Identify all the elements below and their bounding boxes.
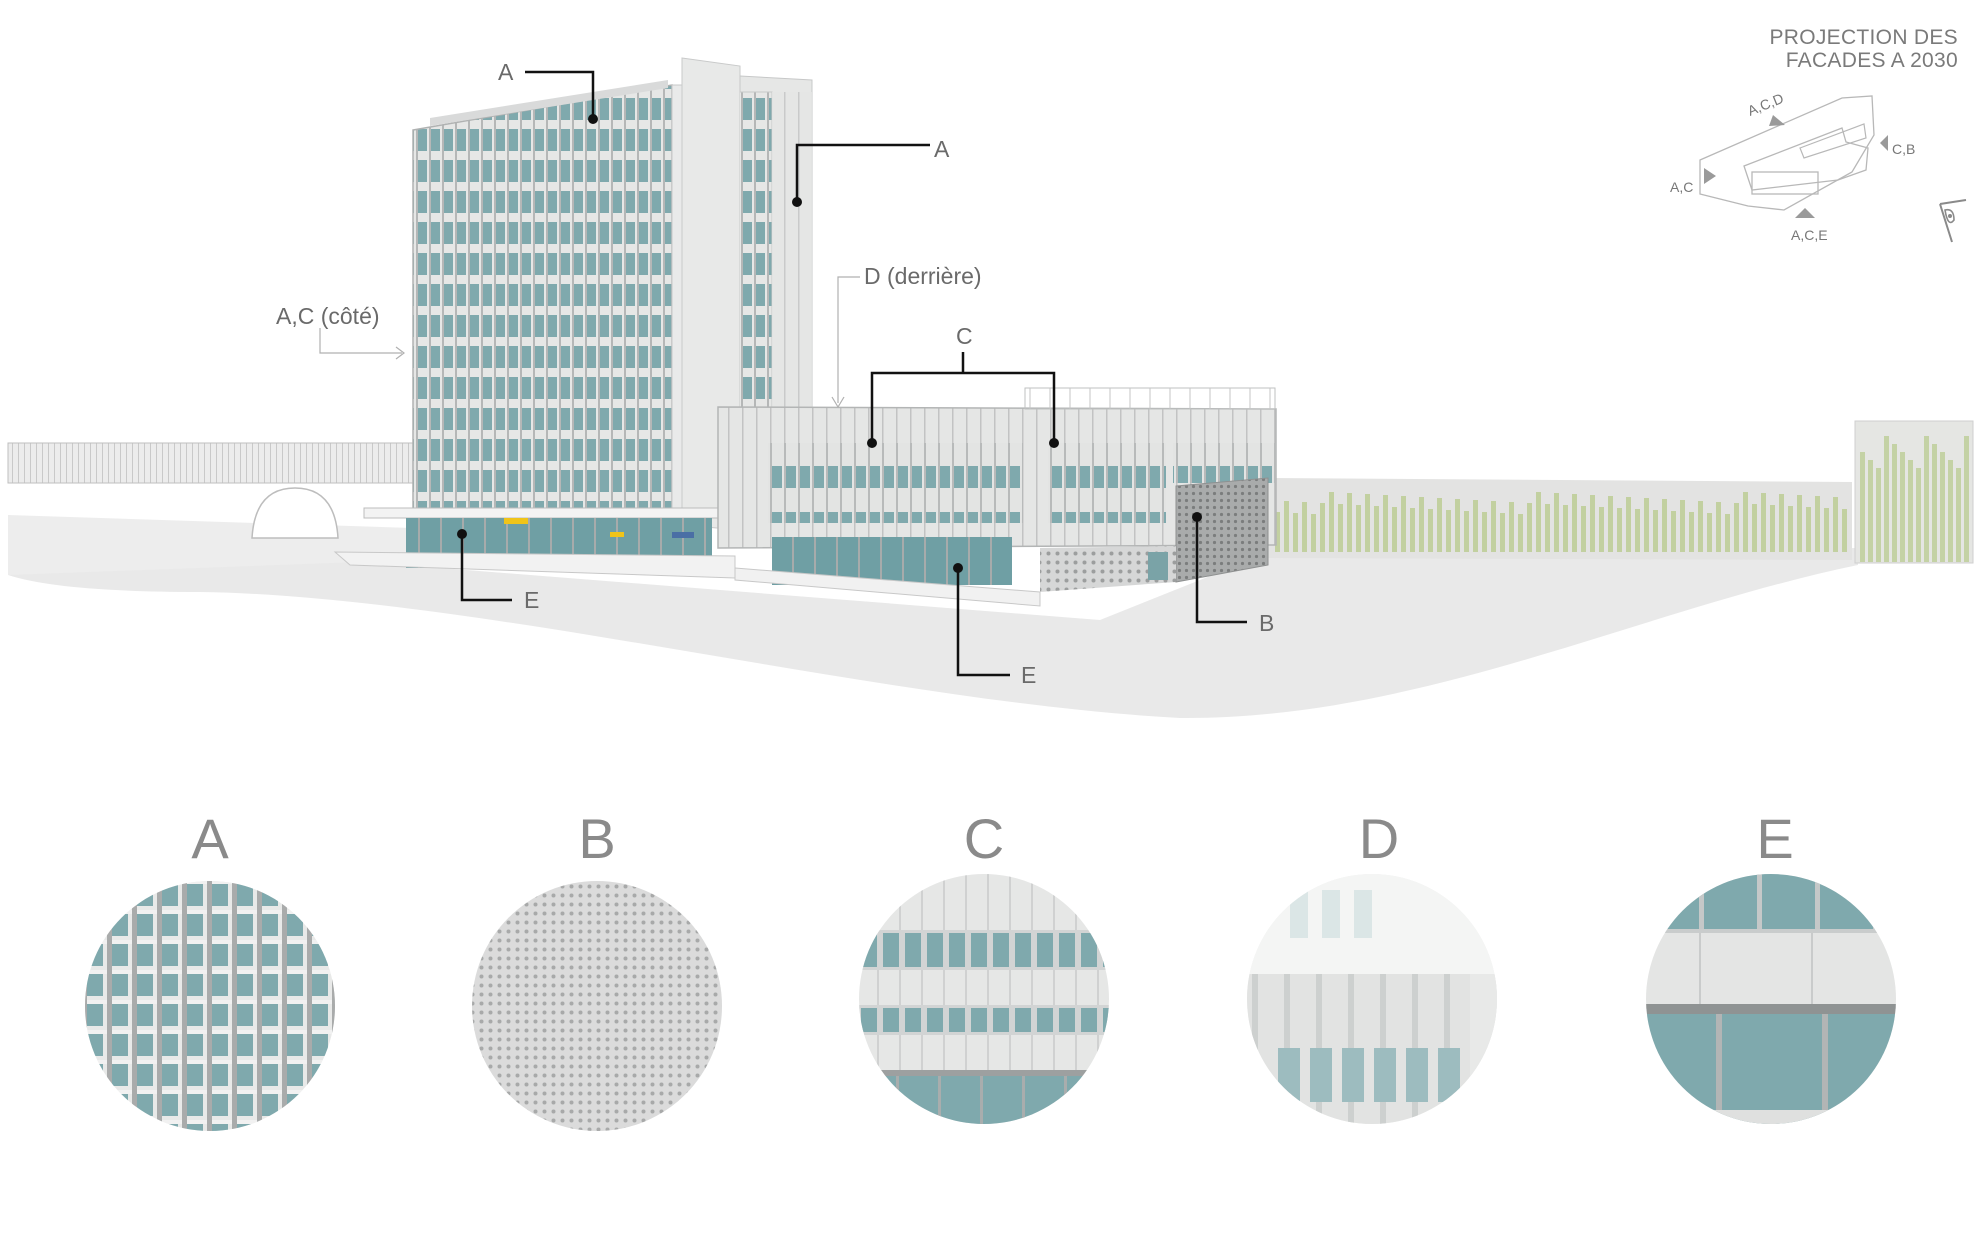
svg-text:D (derrière): D (derrière) bbox=[864, 263, 982, 289]
callout-d-behind: D (derrière) bbox=[831, 263, 982, 409]
svg-text:E: E bbox=[524, 587, 539, 613]
swatch-e-ground-floor-glazing bbox=[1646, 874, 1896, 1124]
svg-text:A: A bbox=[498, 59, 514, 85]
callout-a-left: A bbox=[498, 59, 598, 124]
legend-keys: A B C D E bbox=[191, 807, 1793, 870]
callout-a-right: A bbox=[792, 136, 950, 207]
callout-e-right: E bbox=[953, 563, 1036, 688]
svg-text:FACADES A 2030: FACADES A 2030 bbox=[1786, 49, 1958, 72]
page-title: PROJECTION DES FACADES A 2030 bbox=[1769, 26, 1958, 72]
swatch-d-frosted-glass-facade bbox=[1247, 874, 1497, 1124]
hedge-wall bbox=[1268, 420, 1974, 564]
legend-key-a: A bbox=[191, 807, 229, 870]
svg-text:PROJECTION DES: PROJECTION DES bbox=[1769, 26, 1958, 49]
swatch-a-tower-curtain-wall bbox=[85, 881, 335, 1131]
svg-text:B: B bbox=[1259, 610, 1274, 636]
swatch-c-stone-ribbon-windows bbox=[859, 874, 1109, 1124]
eye-icon bbox=[1939, 199, 1967, 243]
callout-b: B bbox=[1192, 512, 1274, 636]
svg-text:A,C,E: A,C,E bbox=[1791, 227, 1828, 243]
swatch-b-perforated-metal bbox=[472, 881, 722, 1131]
svg-text:E: E bbox=[1021, 662, 1036, 688]
annex-building bbox=[717, 387, 1277, 607]
svg-text:C: C bbox=[956, 323, 973, 349]
site-plan: A,C,D C,B A,C A,C,E bbox=[1670, 90, 1967, 243]
svg-text:C,B: C,B bbox=[1892, 141, 1915, 157]
svg-text:A,C,D: A,C,D bbox=[1745, 90, 1786, 119]
callout-e-left: E bbox=[457, 529, 539, 613]
callout-ac-side: A,C (côté) bbox=[276, 303, 405, 360]
callout-c: C bbox=[867, 323, 1059, 448]
svg-text:A,C (côté): A,C (côté) bbox=[276, 303, 380, 329]
legend-key-e: E bbox=[1756, 807, 1793, 870]
legend-key-d: D bbox=[1359, 807, 1399, 870]
legend-key-c: C bbox=[964, 807, 1004, 870]
legend-key-b: B bbox=[578, 807, 615, 870]
svg-text:A: A bbox=[934, 136, 950, 162]
ground-plane bbox=[8, 515, 1858, 719]
left-bridge bbox=[7, 442, 419, 575]
svg-text:A,C: A,C bbox=[1670, 179, 1693, 195]
tower-building bbox=[333, 57, 813, 579]
